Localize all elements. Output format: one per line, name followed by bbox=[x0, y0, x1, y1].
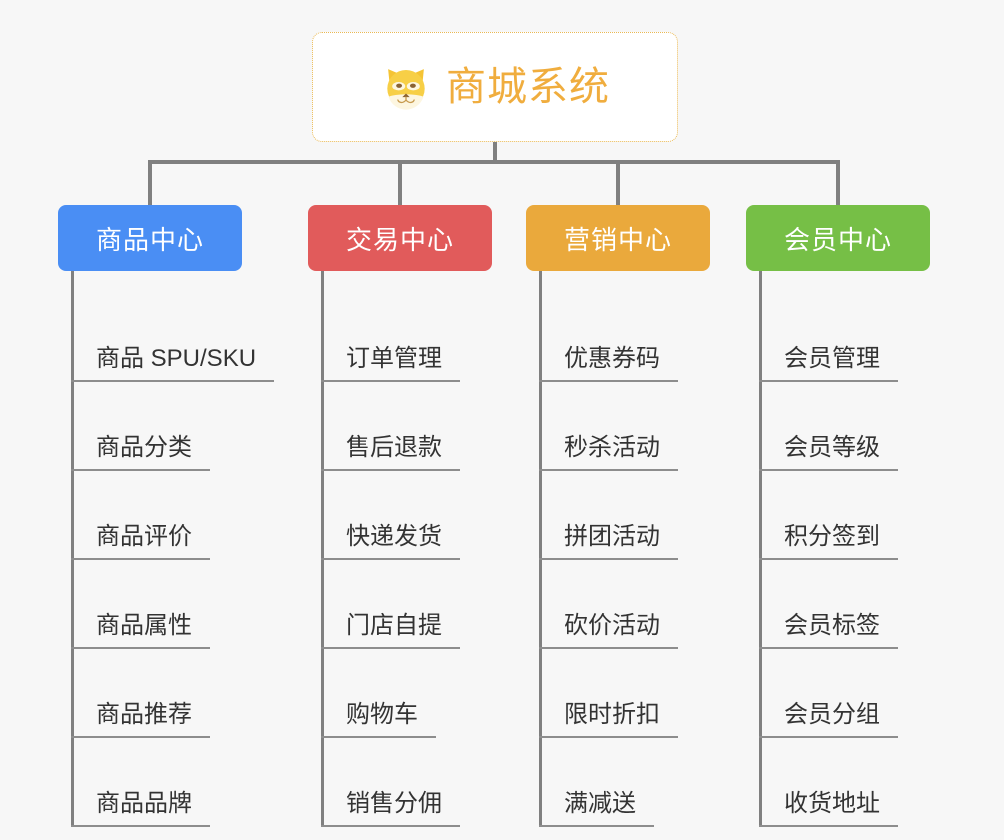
leaf-item[interactable]: 满减送 bbox=[526, 738, 710, 827]
leaf-item-label: 商品属性 bbox=[71, 612, 210, 649]
category-header-4[interactable]: 会员中心 bbox=[746, 205, 930, 271]
leaf-item[interactable]: 购物车 bbox=[308, 649, 492, 738]
leaf-item-label: 会员标签 bbox=[759, 612, 898, 649]
leaf-item-label: 商品分类 bbox=[71, 434, 210, 471]
leaf-item[interactable]: 商品属性 bbox=[58, 560, 242, 649]
leaf-item-label: 积分签到 bbox=[759, 523, 898, 560]
leaf-item-label: 商品品牌 bbox=[71, 790, 210, 827]
leaf-item-label: 购物车 bbox=[321, 701, 436, 738]
shiba-dog-face-icon bbox=[387, 69, 425, 110]
category-column-3: 营销中心优惠券码秒杀活动拼团活动砍价活动限时折扣满减送 bbox=[526, 205, 710, 827]
connector-drop-2 bbox=[398, 160, 402, 205]
leaf-item[interactable]: 商品 SPU/SKU bbox=[58, 293, 275, 382]
leaf-item[interactable]: 会员标签 bbox=[746, 560, 930, 649]
leaf-item[interactable]: 会员管理 bbox=[746, 293, 930, 382]
leaf-item[interactable]: 积分签到 bbox=[746, 471, 930, 560]
leaf-item-label: 售后退款 bbox=[321, 434, 460, 471]
category-header-1[interactable]: 商品中心 bbox=[58, 205, 242, 271]
connector-root-stem bbox=[493, 142, 497, 164]
root-node[interactable]: 商城系统 bbox=[312, 32, 678, 142]
connector-drop-3 bbox=[616, 160, 620, 205]
leaf-item-label: 拼团活动 bbox=[539, 523, 678, 560]
column-spine-3 bbox=[539, 271, 542, 827]
leaf-item-label: 限时折扣 bbox=[539, 701, 678, 738]
leaf-item-label: 门店自提 bbox=[321, 612, 460, 649]
leaf-list-1: 商品 SPU/SKU 商品分类商品评价商品属性商品推荐商品品牌 bbox=[58, 271, 275, 827]
leaf-item-label: 会员等级 bbox=[759, 434, 898, 471]
leaf-item[interactable]: 砍价活动 bbox=[526, 560, 710, 649]
leaf-item[interactable]: 销售分佣 bbox=[308, 738, 492, 827]
leaf-item[interactable]: 优惠券码 bbox=[526, 293, 710, 382]
leaf-item-label: 商品 SPU/SKU bbox=[71, 345, 275, 382]
leaf-list-3: 优惠券码秒杀活动拼团活动砍价活动限时折扣满减送 bbox=[526, 271, 710, 827]
leaf-item[interactable]: 商品推荐 bbox=[58, 649, 242, 738]
leaf-item-label: 秒杀活动 bbox=[539, 434, 678, 471]
category-header-2[interactable]: 交易中心 bbox=[308, 205, 492, 271]
leaf-item-label: 订单管理 bbox=[321, 345, 460, 382]
leaf-item[interactable]: 收货地址 bbox=[746, 738, 930, 827]
leaf-item-label: 商品推荐 bbox=[71, 701, 210, 738]
connector-drop-1 bbox=[148, 160, 152, 205]
leaf-item-label: 快递发货 bbox=[321, 523, 460, 560]
leaf-item[interactable]: 拼团活动 bbox=[526, 471, 710, 560]
leaf-item-label: 商品评价 bbox=[71, 523, 210, 560]
leaf-item[interactable]: 售后退款 bbox=[308, 382, 492, 471]
leaf-item[interactable]: 快递发货 bbox=[308, 471, 492, 560]
connector-bus bbox=[148, 160, 838, 164]
leaf-item[interactable]: 秒杀活动 bbox=[526, 382, 710, 471]
root-title: 商城系统 bbox=[446, 65, 610, 109]
leaf-item[interactable]: 商品品牌 bbox=[58, 738, 242, 827]
leaf-item[interactable]: 限时折扣 bbox=[526, 649, 710, 738]
leaf-item[interactable]: 商品评价 bbox=[58, 471, 242, 560]
category-column-2: 交易中心订单管理售后退款快递发货门店自提购物车销售分佣 bbox=[308, 205, 492, 827]
category-header-3[interactable]: 营销中心 bbox=[526, 205, 710, 271]
column-spine-1 bbox=[71, 271, 74, 827]
leaf-item-label: 会员分组 bbox=[759, 701, 898, 738]
column-spine-4 bbox=[759, 271, 762, 827]
category-column-1: 商品中心商品 SPU/SKU 商品分类商品评价商品属性商品推荐商品品牌 bbox=[58, 205, 275, 827]
leaf-item[interactable]: 门店自提 bbox=[308, 560, 492, 649]
leaf-item[interactable]: 会员等级 bbox=[746, 382, 930, 471]
leaf-item-label: 会员管理 bbox=[759, 345, 898, 382]
leaf-item[interactable]: 会员分组 bbox=[746, 649, 930, 738]
leaf-item-label: 砍价活动 bbox=[539, 612, 678, 649]
leaf-list-2: 订单管理售后退款快递发货门店自提购物车销售分佣 bbox=[308, 271, 492, 827]
column-spine-2 bbox=[321, 271, 324, 827]
leaf-item[interactable]: 商品分类 bbox=[58, 382, 242, 471]
leaf-item-label: 满减送 bbox=[539, 790, 654, 827]
leaf-item[interactable]: 订单管理 bbox=[308, 293, 492, 382]
leaf-list-4: 会员管理会员等级积分签到会员标签会员分组收货地址 bbox=[746, 271, 930, 827]
leaf-item-label: 优惠券码 bbox=[539, 345, 678, 382]
leaf-item-label: 收货地址 bbox=[759, 790, 898, 827]
leaf-item-label: 销售分佣 bbox=[321, 790, 460, 827]
category-column-4: 会员中心会员管理会员等级积分签到会员标签会员分组收货地址 bbox=[746, 205, 930, 827]
connector-drop-4 bbox=[836, 160, 840, 205]
